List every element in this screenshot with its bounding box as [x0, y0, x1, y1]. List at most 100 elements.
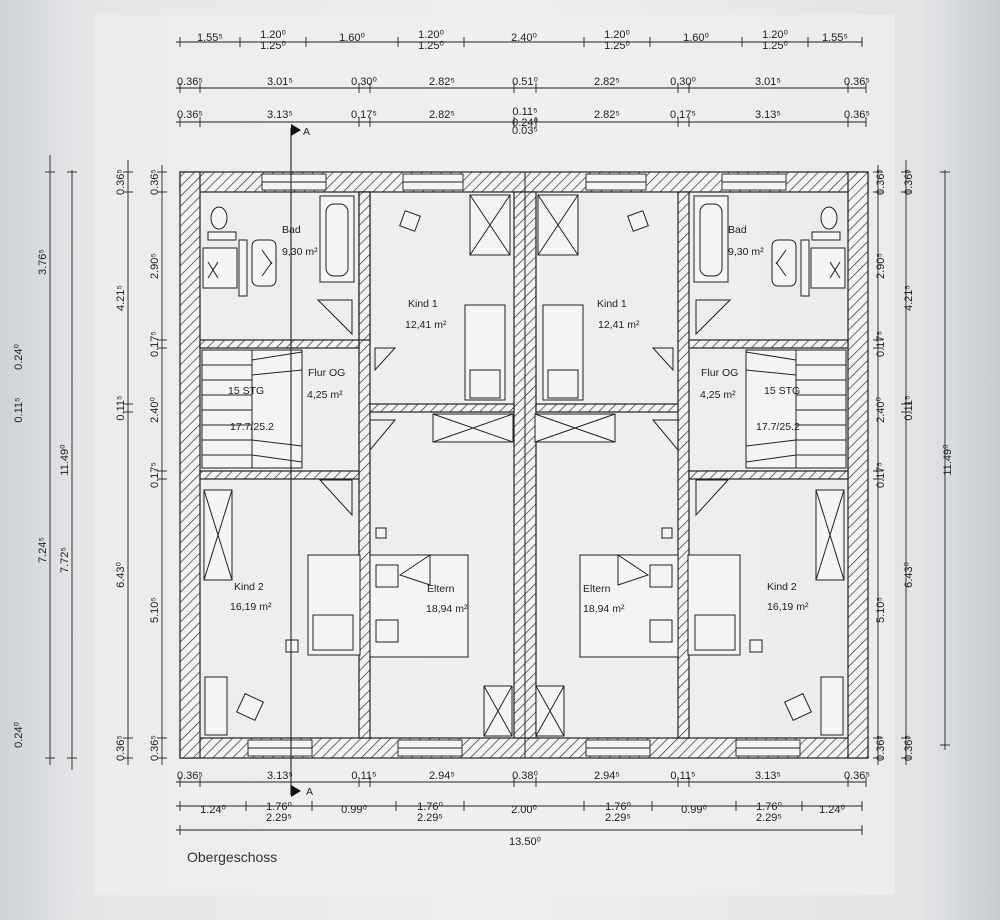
- dim-left-c4-2: 0.17⁵: [149, 331, 161, 357]
- dim-top-r1-5: 2.82⁵: [594, 76, 620, 88]
- dim-bottom-r0-2: 0.11⁵: [351, 770, 376, 782]
- dim-right-c1-1: 4.21⁵: [903, 285, 915, 311]
- dim-bottom-r0-3: 2.94⁵: [429, 770, 455, 782]
- dim-bottom-r0-5: 2.94⁵: [594, 770, 620, 782]
- room-name-bad-right: Bad: [728, 224, 747, 236]
- stairs-ratio-left: 17.7/25.2: [230, 421, 274, 433]
- windows: [247, 173, 801, 757]
- dim-right-c0-3: 2.40⁰: [875, 397, 887, 423]
- dim-top-r1-3: 2.82⁵: [429, 76, 455, 88]
- dim-right-c0-4: 0.17⁵: [875, 462, 887, 488]
- room-name-eltern-left: Eltern: [427, 583, 455, 595]
- dim-top-r1-7: 3.01⁵: [755, 76, 781, 88]
- room-name-bad-left: Bad: [282, 224, 301, 236]
- dim-top-r1-2: 0.30⁰: [351, 76, 377, 88]
- fixtures-left: [202, 194, 514, 737]
- dim-bottom-r0-1: 3.13⁵: [267, 770, 293, 782]
- stairs-ratio-right: 17.7/25.2: [756, 421, 800, 433]
- room-area-bad-left: 9,30 m²: [282, 246, 318, 258]
- dim-bottom-r2-0: 13.50⁰: [509, 836, 542, 848]
- room-area-bad-right: 9,30 m²: [728, 246, 764, 258]
- dim-top-r2-6: 0.17⁵: [670, 109, 696, 121]
- section-line-a: A A: [290, 124, 313, 798]
- room-area-eltern-left: 18,94 m²: [426, 603, 468, 615]
- stairs-left: [201, 349, 303, 469]
- dim-left-c3-1: 4.21⁵: [115, 285, 127, 311]
- dim-top-r2-0: 0.36⁵: [177, 109, 203, 121]
- dim-top-r2-7: 3.13⁵: [755, 109, 781, 121]
- dim-left-c4-3: 2.40⁰: [149, 397, 161, 423]
- dim-top-r0-0: 1.55⁵: [197, 32, 223, 44]
- dim-left-c3-3: 6.43⁰: [115, 562, 127, 588]
- dim-top-r2-2: 0.17⁵: [351, 109, 377, 121]
- dim-top-extra: 0.03⁵: [512, 125, 538, 137]
- dim-right-c0-2: 0.17⁵: [875, 331, 887, 357]
- dim-top-r2-8: 0.36⁵: [844, 109, 870, 121]
- room-name-eltern-right: Eltern: [583, 583, 611, 595]
- dim-top-r0-2: 1.60⁰: [339, 32, 365, 44]
- dim-top-r1-6: 0.30⁰: [670, 76, 696, 88]
- dim-left-c1-0: 3.76⁵: [37, 249, 49, 275]
- dim-right-c0-0: 0.36⁵: [875, 169, 887, 195]
- dim-top-r2-3: 2.82⁵: [429, 109, 455, 121]
- plan-caption: Obergeschoss: [187, 849, 277, 865]
- dim-top-r0-6: 1.60⁰: [683, 32, 709, 44]
- dim-right-c0-6: 0.36⁵: [875, 735, 887, 761]
- dim-right-c1-4: 0.36⁵: [903, 735, 915, 761]
- dim-bottom-r1-4: 2.00⁰: [511, 804, 537, 816]
- stairs-steps-left: 15 STG: [228, 385, 264, 397]
- dim-right-c1-2: 0.11⁵: [903, 395, 915, 420]
- room-name-kind1-right: Kind 1: [597, 298, 627, 310]
- dimension-ticks: [45, 37, 950, 835]
- dim-left-c4-4: 0.17⁵: [149, 462, 161, 488]
- dim-right-c0-1: 2.90⁵: [875, 253, 887, 279]
- room-name-kind2-left: Kind 2: [234, 581, 264, 593]
- dim-bottom-r1-8: 1.24⁰: [819, 804, 845, 816]
- section-label-bottom: A: [306, 786, 313, 798]
- room-area-eltern-right: 18,94 m²: [583, 603, 625, 615]
- dim-left-c4-5: 5.10⁵: [149, 597, 161, 623]
- room-labels: Bad 9,30 m² Bad 9,30 m² Kind 1 12,41 m² …: [228, 224, 809, 615]
- dim-top-r1-0: 0.36⁵: [177, 76, 203, 88]
- room-name-flur-left: Flur OG: [308, 367, 345, 379]
- dim-top-r0-8: 1.55⁵: [822, 32, 848, 44]
- dim-left-c3-2: 0.11⁵: [115, 395, 127, 420]
- dim-top-r2-5: 2.82⁵: [594, 109, 620, 121]
- walls: [179, 171, 869, 759]
- dim-right-c0-5: 5.10⁵: [875, 597, 887, 623]
- dim-left-c4-1: 2.90⁵: [149, 253, 161, 279]
- dim-left-c3-0: 0.36⁵: [115, 169, 127, 195]
- dim-top-r0-4: 2.40⁰: [511, 32, 537, 44]
- dim-right-c2-0: 11.49⁰: [942, 444, 954, 476]
- dim-bottom-r0-4: 0.38⁰: [512, 770, 538, 782]
- dim-top-r1-8: 0.36⁵: [844, 76, 870, 88]
- dim-left-c0-0: 0.24⁰: [13, 344, 25, 370]
- room-area-kind2-left: 16,19 m²: [230, 601, 272, 613]
- dim-left-c4-0: 0.36⁵: [149, 169, 161, 195]
- dim-left-c0-1: 0.11⁵: [13, 397, 25, 422]
- dim-bottom-r0-8: 0.36⁵: [844, 770, 870, 782]
- dim-left-c1-1: 7.24⁵: [37, 537, 49, 563]
- dim-left-c2-0: 11.49⁰: [59, 444, 71, 476]
- room-name-flur-right: Flur OG: [701, 367, 738, 379]
- dim-bottom-r0-0: 0.36⁵: [177, 770, 203, 782]
- dim-left-c2-1: 7.72⁵: [59, 547, 71, 573]
- room-area-kind2-right: 16,19 m²: [767, 601, 809, 613]
- section-label-top: A: [303, 126, 310, 138]
- dim-top-r1-4: 0.51⁰: [512, 76, 538, 88]
- stairs-right: [745, 349, 847, 469]
- dim-top-r1-1: 3.01⁵: [267, 76, 293, 88]
- dim-bottom-r0-6: 0.11⁵: [670, 770, 695, 782]
- room-area-flur-left: 4,25 m²: [307, 389, 343, 401]
